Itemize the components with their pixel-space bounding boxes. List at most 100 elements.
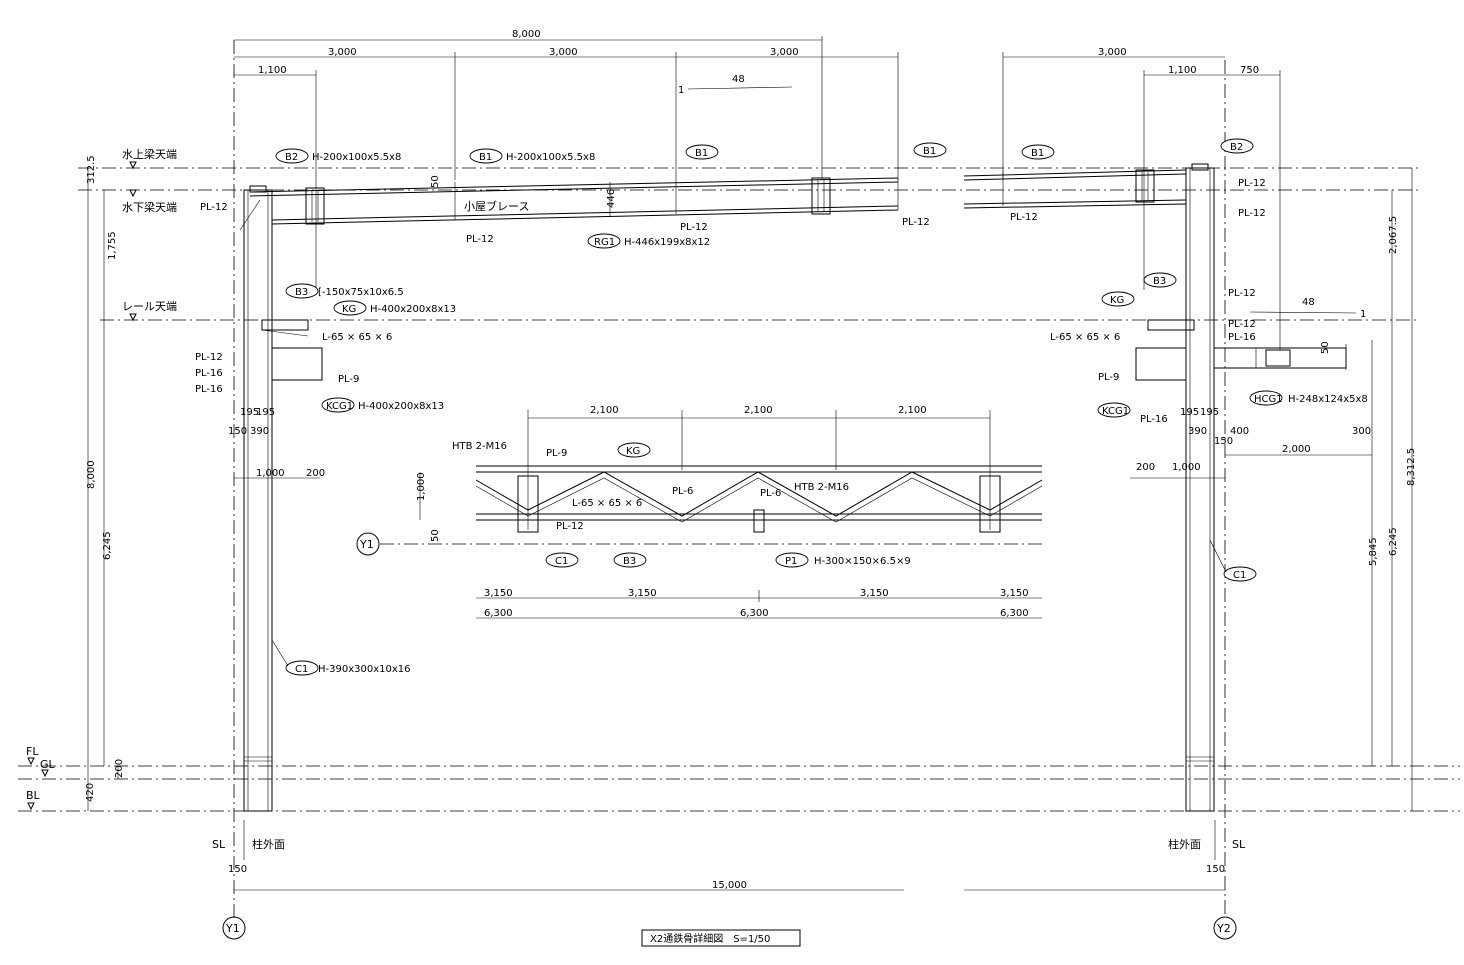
htb-left: HTB 2-M16	[452, 441, 507, 452]
tag-b1-c: B1	[923, 146, 936, 157]
upper-beam-top-label: 水上梁天端	[122, 147, 177, 161]
dim-195-b: 195	[256, 407, 275, 418]
dim-150-right: 150	[1214, 436, 1233, 447]
tag-hcg1: HCG1	[1254, 394, 1283, 405]
dim-6245-left: 6,245	[102, 531, 113, 560]
pl12-girder-a: PL-12	[466, 234, 494, 245]
dim-195-a: 195	[240, 407, 259, 418]
column-face-right-label: 柱外面	[1168, 837, 1201, 851]
pl12-truss: PL-12	[556, 521, 584, 532]
dim-2100-a: 2,100	[590, 405, 619, 416]
tag-kcg1-right: KCG1	[1102, 406, 1129, 417]
dim-1000-vertical: 1,000	[416, 472, 427, 501]
right-column	[1185, 163, 1215, 812]
dim-50-truss: 50	[430, 529, 441, 542]
dim-1000-left: 1,000	[256, 468, 285, 479]
dim-300-right: 300	[1352, 426, 1371, 437]
dim-2067-5: 2,067.5	[1388, 216, 1399, 254]
pl12-right-a: PL-12	[1238, 178, 1266, 189]
tag-c1-truss: C1	[555, 556, 568, 567]
level-lines	[18, 167, 1460, 812]
left-member-tags: B2 H-200x100x5.5x8 PL-12 B1 H-200x100x5.…	[195, 142, 947, 676]
roof-girder-left	[249, 177, 899, 225]
drawing-title-text: X2通鉄骨詳細図 S=1/50	[650, 932, 770, 945]
slope-48-right: 48	[1302, 297, 1315, 308]
grid-lines: Y1 Y2 SL 柱外面 柱外面 SL	[212, 40, 1246, 940]
dim-1000-right: 1,000	[1172, 462, 1201, 473]
pl16-right-b: PL-16	[1140, 414, 1168, 425]
dim-400-right: 400	[1230, 426, 1249, 437]
dim-3000-right: 3,000	[1098, 47, 1127, 58]
angle-left: L-65 × 65 × 6	[322, 332, 392, 343]
htb-right: HTB 2-M16	[794, 482, 849, 493]
dim-3150-b: 3,150	[628, 588, 657, 599]
dim-200-right: 200	[1136, 462, 1155, 473]
pl12-left-a: PL-12	[200, 202, 228, 213]
dim-446: 446	[606, 189, 617, 208]
tag-b1-right: B1	[1031, 148, 1044, 159]
column-face-left-label: 柱外面	[252, 837, 285, 851]
dim-3000-a: 3,000	[328, 47, 357, 58]
dim-150-left: 150	[228, 426, 247, 437]
spec-b2-left: H-200x100x5.5x8	[312, 152, 401, 163]
tag-b3-right: B3	[1153, 276, 1166, 287]
tag-b2-left: B2	[285, 152, 298, 163]
angle-right: L-65 × 65 × 6	[1050, 332, 1120, 343]
dim-1100-left: 1,100	[258, 65, 287, 76]
pl9-truss: PL-9	[546, 448, 567, 459]
dim-1100-right: 1,100	[1168, 65, 1197, 76]
spec-b1-a: H-200x100x5.5x8	[506, 152, 595, 163]
left-column-detail-dims: 195 195 150 390 1,000 200	[228, 407, 325, 479]
pl9-left: PL-9	[338, 374, 359, 385]
left-height-dimensions: 312.5 1,755 8,000 6,245 200 420	[85, 155, 125, 811]
bottom-dimensions: 15,000 150 150	[228, 864, 1225, 891]
tag-b1-a: B1	[479, 152, 492, 163]
lower-beam-top-label: 水下梁天端	[122, 200, 177, 214]
grid-y1-truss: Y1	[359, 538, 374, 551]
rail-top-label: レール天端	[122, 300, 177, 313]
spec-b3-left: [-150x75x10x6.5	[318, 287, 404, 298]
dim-2000-right: 2,000	[1282, 444, 1311, 455]
pl6-truss-b: PL-6	[760, 488, 781, 499]
pl12-girder-b: PL-12	[680, 222, 708, 233]
dim-3000-b: 3,000	[549, 47, 578, 58]
dim-6300-a: 6,300	[484, 608, 513, 619]
dim-8312-5: 8,312.5	[1406, 448, 1417, 486]
pl12-girder-c: PL-12	[902, 217, 930, 228]
dim-6300-c: 6,300	[1000, 608, 1029, 619]
slope-1-right: 1	[1360, 309, 1366, 320]
level-labels: 水上梁天端 水下梁天端 レール天端 FL GL BL	[26, 147, 177, 811]
tag-kcg1-left: KCG1	[326, 401, 353, 412]
tag-kg-right: KG	[1110, 295, 1124, 306]
tag-b2-right: B2	[1230, 142, 1243, 153]
truss-plan-detail: 2,100 2,100 2,100 1,000 50 Y1 HTB 2-M16 …	[356, 405, 1043, 619]
dim-50-left: 50	[430, 175, 441, 188]
dim-3150-c: 3,150	[860, 588, 889, 599]
dim-750: 750	[1240, 65, 1259, 76]
dim-150-bottom-left: 150	[228, 864, 247, 875]
pl12-right-c: PL-12	[1228, 288, 1256, 299]
slope-48-top: 48	[732, 74, 745, 85]
spec-c1-left: H-390x300x10x16	[318, 664, 411, 675]
girder-splices	[305, 169, 1155, 225]
pl12-right-d: PL-12	[1228, 319, 1256, 330]
dim-50-right: 50	[1320, 341, 1331, 354]
grid-y2-label: Y2	[1216, 922, 1231, 935]
right-height-dimensions: 2,067.5 8,312.5 6,245 5,845	[1368, 168, 1417, 811]
right-member-tags: B1 PL-12 B2 PL-12 PL-12 B3 PL-12 KG PL-1…	[1010, 138, 1368, 582]
dim-2100-c: 2,100	[898, 405, 927, 416]
pl12-right-b: PL-12	[1238, 208, 1266, 219]
dim-195-c: 195	[1180, 407, 1199, 418]
pl16-right-a: PL-16	[1228, 332, 1256, 343]
dim-15000: 15,000	[712, 880, 747, 891]
dim-3000-c: 3,000	[770, 47, 799, 58]
dim-5845-right: 5,845	[1368, 537, 1379, 566]
tag-b3-left: B3	[295, 287, 308, 298]
sl-left-label: SL	[212, 838, 226, 851]
dim-1755: 1,755	[107, 231, 118, 260]
pl16-left-a: PL-16	[195, 368, 223, 379]
dim-3150-a: 3,150	[484, 588, 513, 599]
tag-kg-left: KG	[342, 304, 356, 315]
tag-rg1: RG1	[594, 237, 615, 248]
